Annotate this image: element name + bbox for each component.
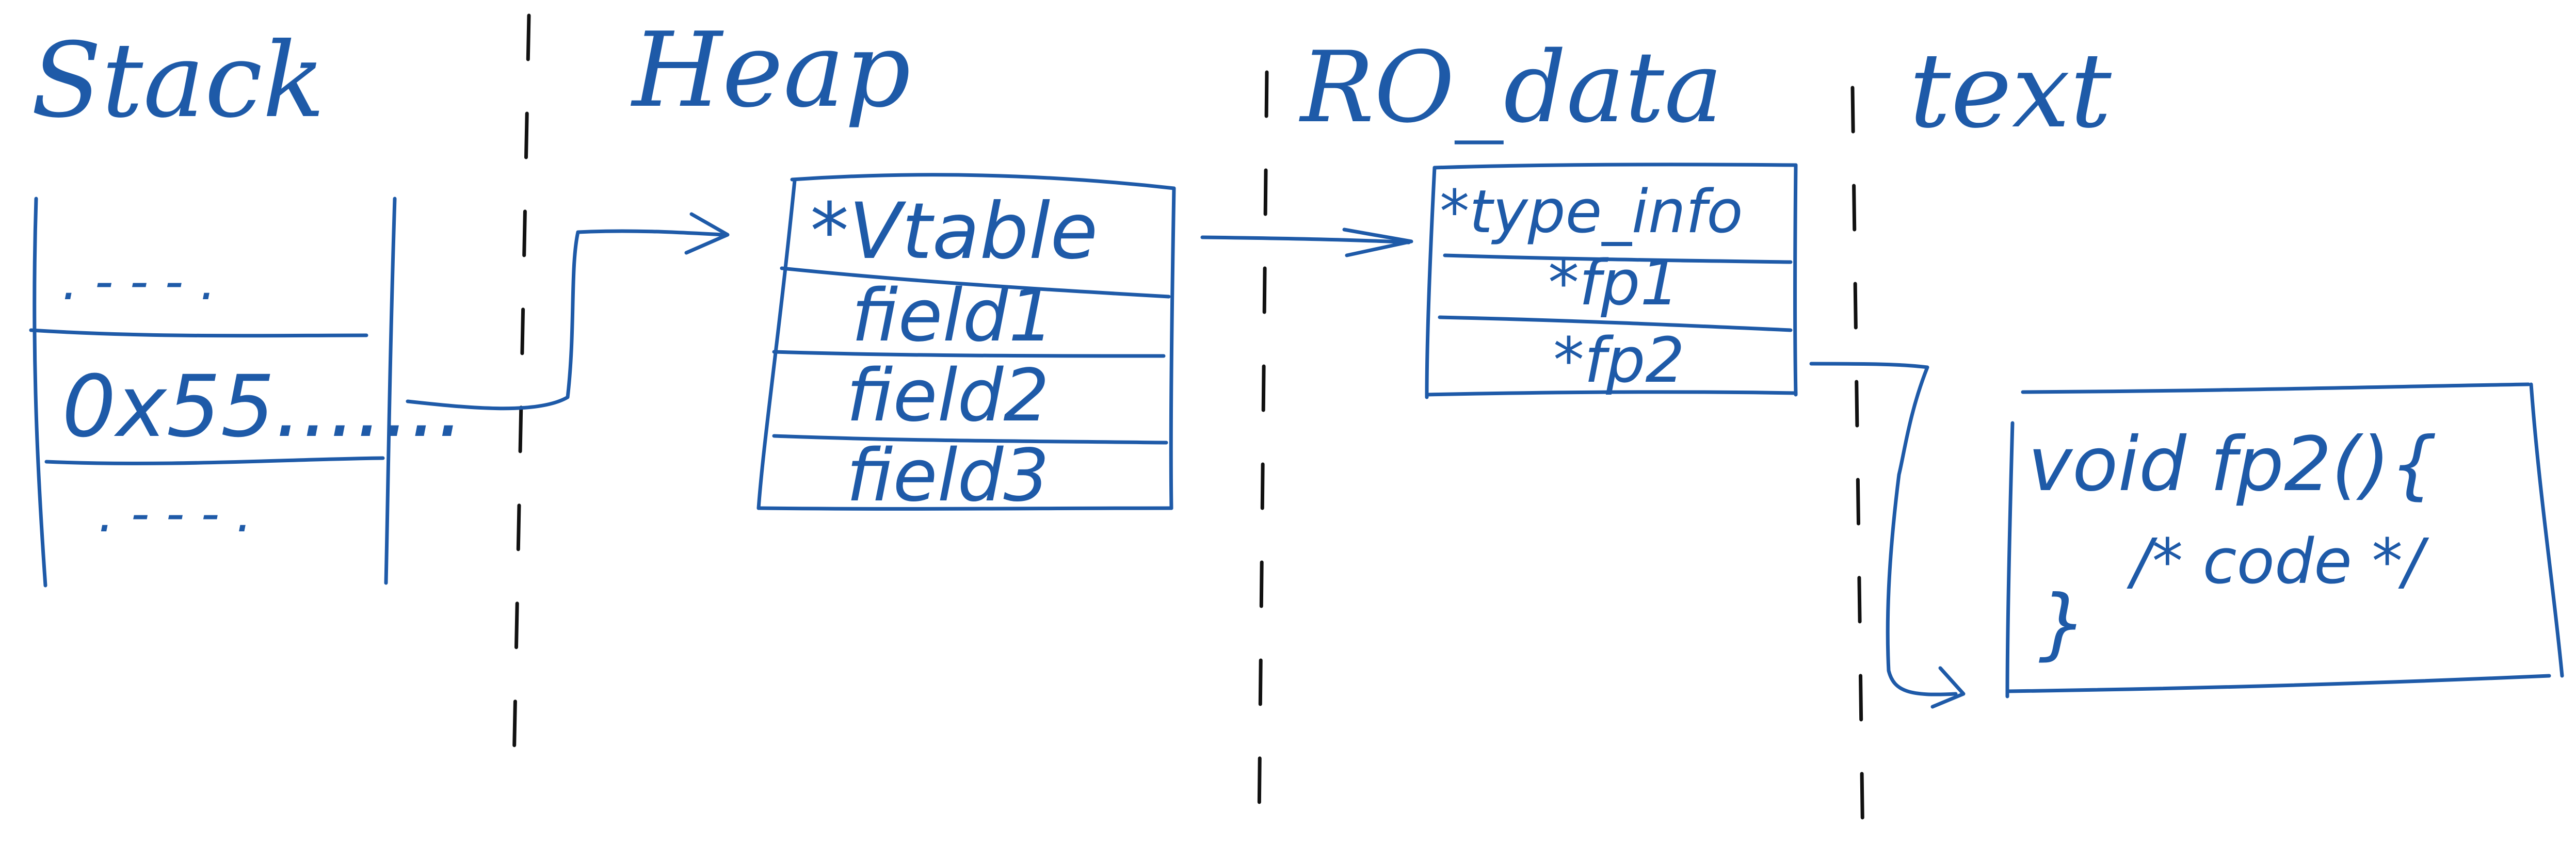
heap-object-left (756, 178, 797, 510)
stack-slot-divider-bottom (44, 456, 385, 465)
arrow-stack-to-heap (406, 229, 725, 411)
arrow-heap-to-rodata (1200, 235, 1411, 245)
vtable-divider-1 (1443, 253, 1793, 264)
heap-object-right (1169, 186, 1176, 510)
divider-rodata-text (1850, 86, 1865, 848)
heap-object: *Vtable field1 field2 field3 (756, 173, 1176, 518)
stack-slot-divider-top (29, 328, 368, 338)
stack-slot-top: . - - - . (62, 251, 216, 312)
vtable-right (1793, 163, 1798, 397)
vtable-divider-2 (1438, 315, 1793, 332)
divider-stack-heap (511, 13, 531, 791)
vtable-fp1: *fp1 (1548, 248, 1680, 319)
heap-field-1: field1 (851, 274, 1054, 358)
heading-text: text (1909, 31, 2112, 151)
stack-frame-right-wall (384, 197, 397, 585)
vtable-top (1432, 163, 1798, 170)
heap-divider-1 (780, 266, 1171, 299)
heap-divider-3 (772, 434, 1168, 445)
vtable-type-info: *type_info (1440, 177, 1743, 247)
stack-frame: . - - - . 0x55....... . - - - . (29, 197, 464, 588)
heading-ro-data: RO_data (1299, 30, 1722, 144)
text-function-box: void fp2(){ /* code */ } (2005, 382, 2564, 698)
divider-heap-rodata (1257, 70, 1269, 822)
stack-slot-address: 0x55....... (62, 357, 464, 456)
arrow-rodata-to-text (1809, 362, 1958, 696)
heading-heap: Heap (630, 10, 911, 131)
stack-slot-bottom: . - - - . (98, 483, 252, 544)
arrow-heap-to-rodata-head (1342, 228, 1413, 257)
rodata-vtable: *type_info *fp1 *fp2 (1425, 163, 1798, 399)
function-body-comment: /* code */ (2127, 526, 2429, 598)
vtable-left (1425, 166, 1437, 399)
vtable-fp2: *fp2 (1553, 325, 1685, 397)
arrow-rodata-to-text-head (1930, 666, 1966, 709)
heading-stack: Stack (31, 21, 325, 141)
heap-vtable-pointer: *Vtable (810, 187, 1098, 277)
heap-object-top (790, 173, 1176, 190)
stack-frame-left-wall (33, 197, 47, 588)
function-box-top (2021, 382, 2531, 394)
function-box-right (2529, 382, 2564, 678)
function-box-bottom (2005, 674, 2551, 693)
function-signature: void fp2(){ (2028, 421, 2438, 508)
vtable-bottom (1425, 390, 1798, 397)
heap-divider-2 (772, 350, 1166, 358)
heap-field-2: field2 (846, 354, 1049, 438)
arrow-stack-to-heap-head (684, 212, 730, 255)
heap-field-3: field3 (846, 434, 1049, 518)
function-box-left (2005, 421, 2015, 698)
function-close-brace: } (2038, 579, 2087, 669)
heap-object-bottom (756, 506, 1173, 511)
